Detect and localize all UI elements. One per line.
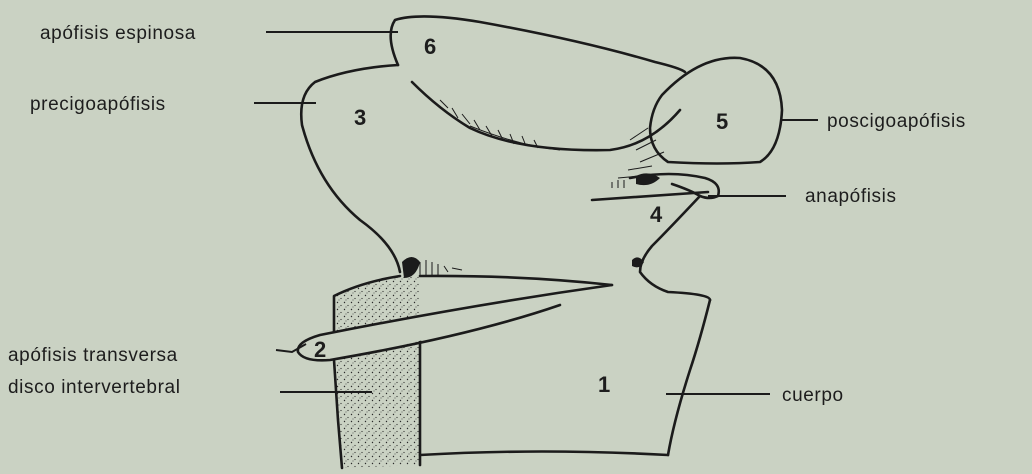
intervertebral-disc: [334, 276, 420, 468]
label-precigoapofisis: precigoapófisis: [30, 94, 166, 115]
label-anapofisis: anapófisis: [805, 186, 897, 207]
number-5: 5: [716, 109, 728, 134]
label-disco-intervertebral: disco intervertebral: [8, 377, 181, 398]
number-1: 1: [598, 372, 610, 397]
shading: [402, 100, 664, 278]
number-2: 2: [314, 337, 326, 362]
number-3: 3: [354, 105, 366, 130]
label-apofisis-transversa: apófisis transversa: [8, 345, 178, 366]
label-apofisis-espinosa: apófisis espinosa: [40, 23, 196, 44]
number-4: 4: [650, 202, 663, 227]
label-cuerpo: cuerpo: [782, 385, 844, 406]
number-6: 6: [424, 34, 436, 59]
label-poscigoapofisis: poscigoapófisis: [827, 111, 966, 132]
